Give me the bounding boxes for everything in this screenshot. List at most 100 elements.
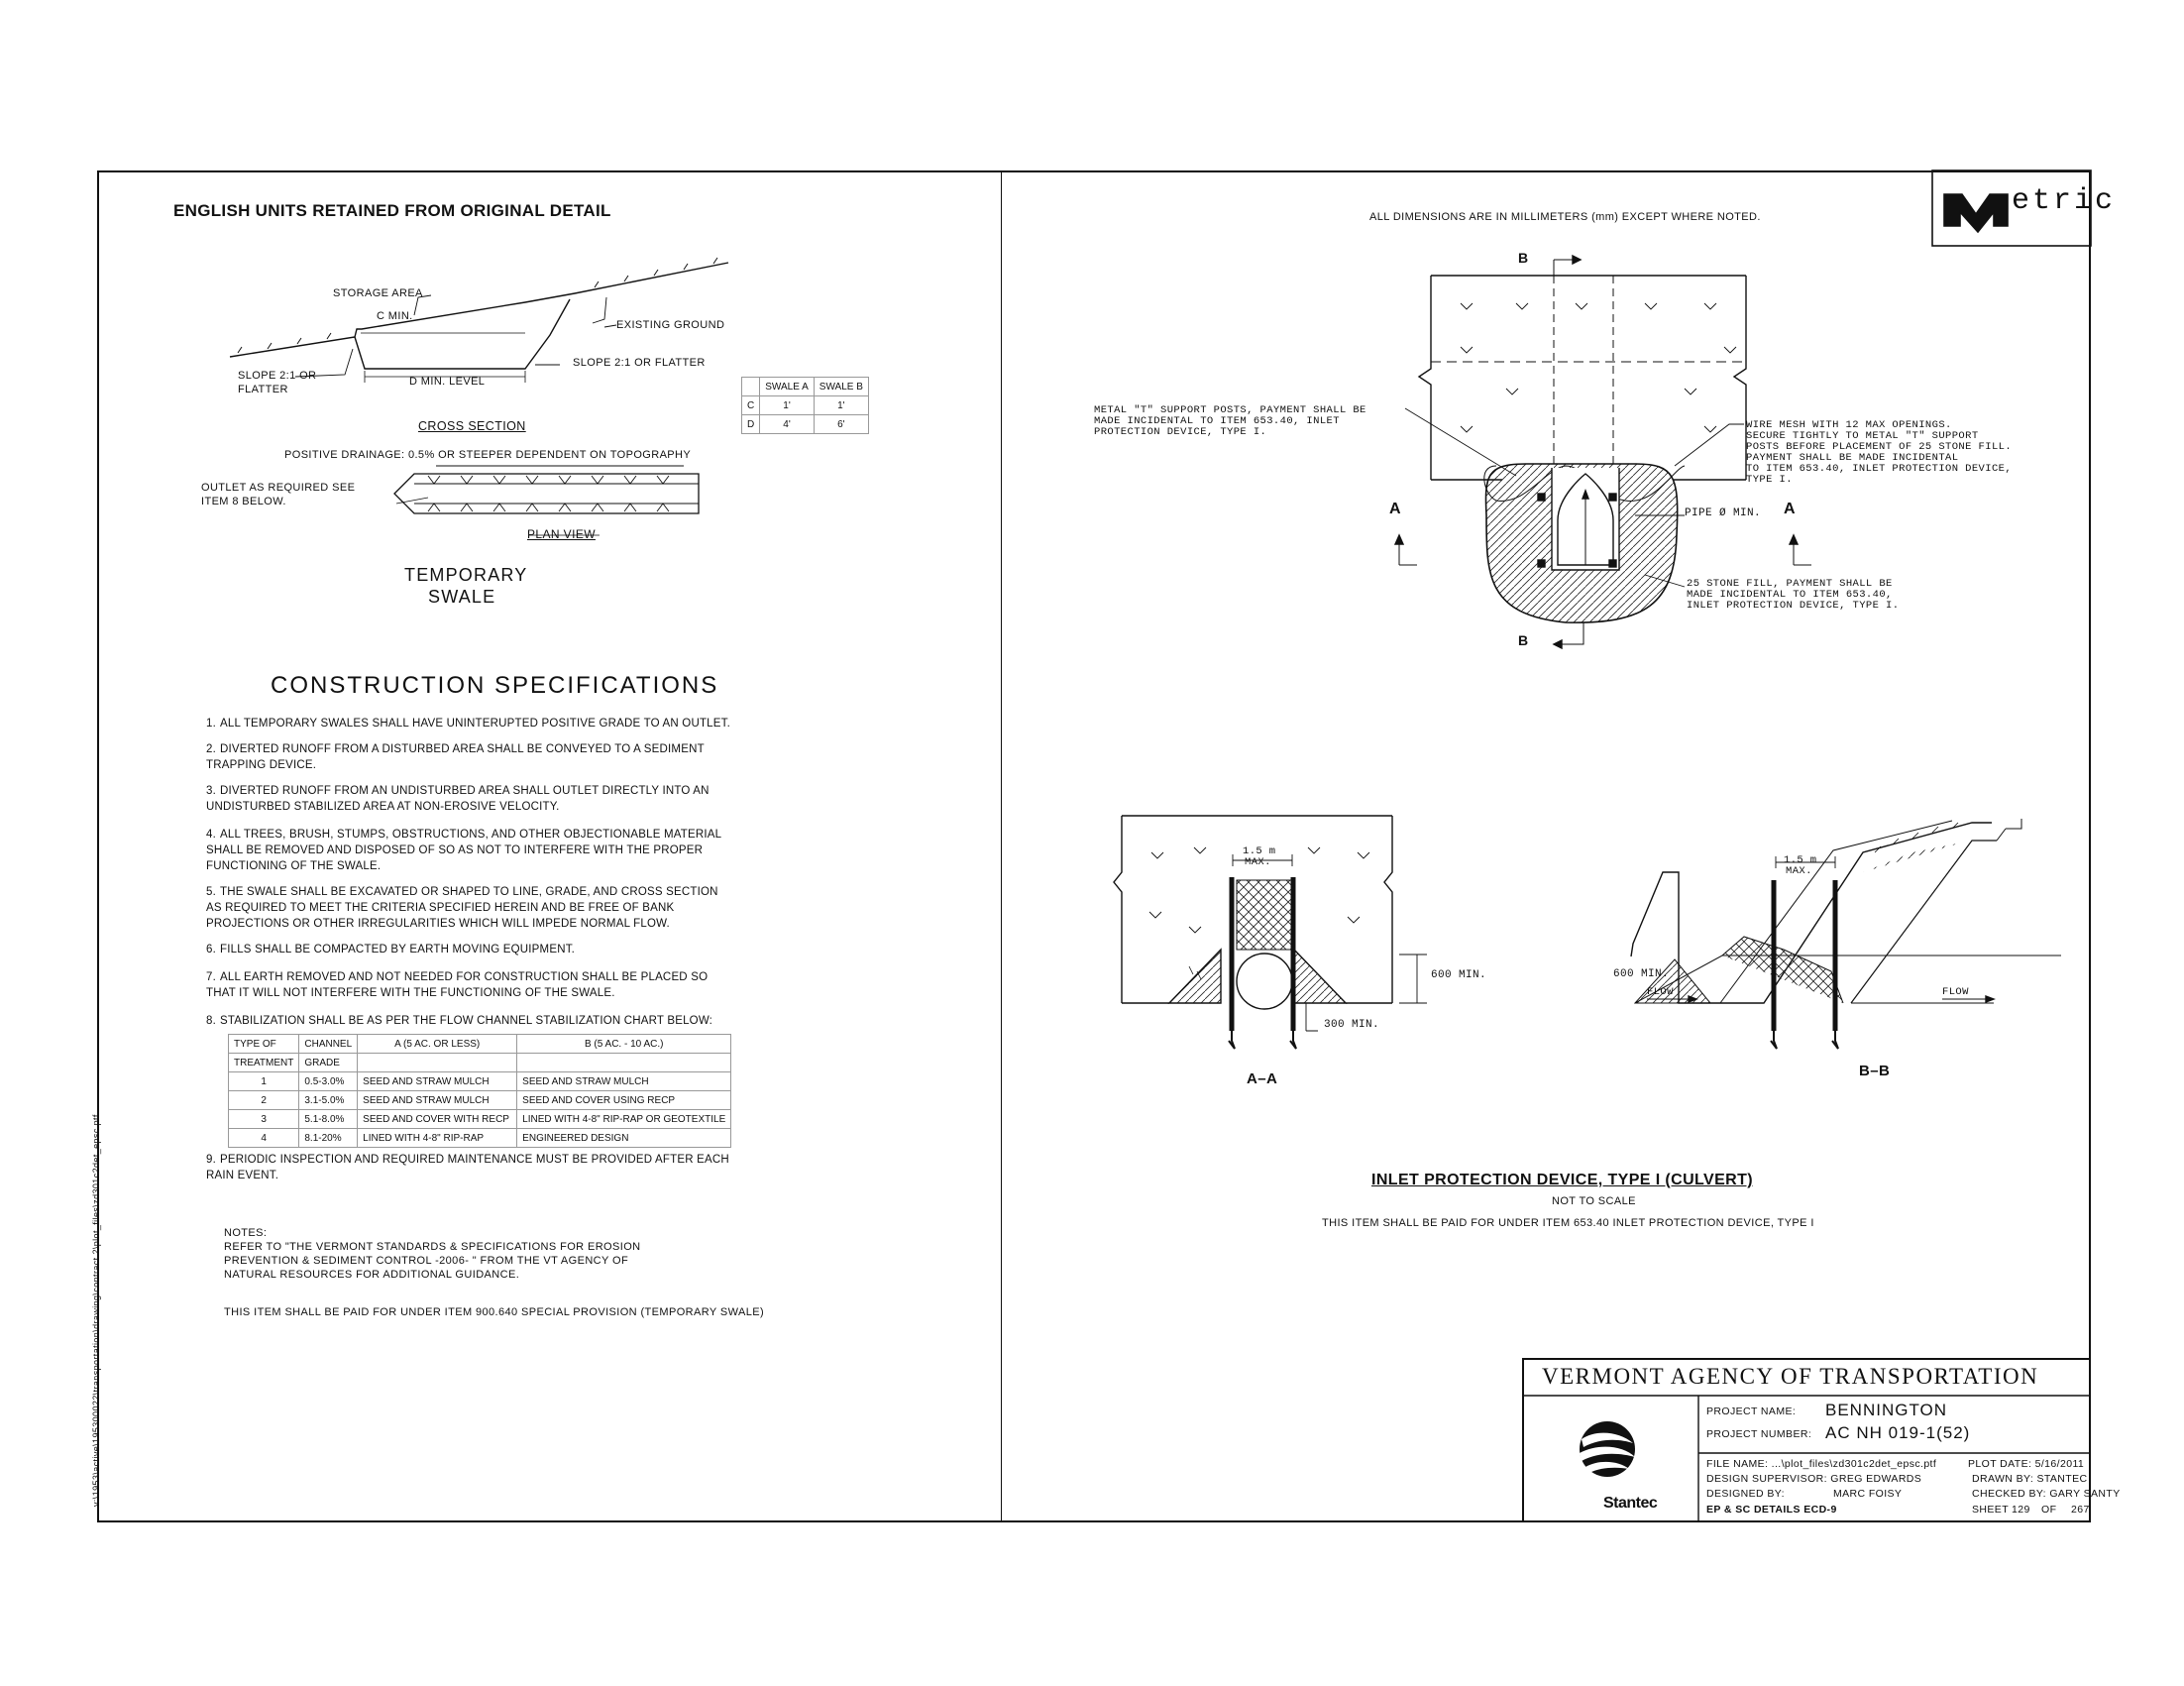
title-block <box>1522 1358 2091 1522</box>
wire-mesh-note-3: POSTS BEFORE PLACEMENT OF 25 STONE FILL. <box>1746 441 2013 453</box>
left-pay-note: THIS ITEM SHALL BE PAID FOR UNDER ITEM 9… <box>224 1306 765 1318</box>
spec-item-4: 4.ALL TREES, BRUSH, STUMPS, OBSTRUCTIONS… <box>206 829 722 872</box>
spec-item-2: 2.DIVERTED RUNOFF FROM A DISTURBED AREA … <box>206 743 705 771</box>
drawing-sheet-border <box>97 170 2091 1522</box>
table-row: 3 5.1-8.0% SEED AND COVER WITH RECP LINE… <box>227 1109 732 1129</box>
sheet-divider <box>1001 170 1002 1522</box>
table-row: 2 3.1-5.0% SEED AND STRAW MULCH SEED AND… <box>227 1090 732 1110</box>
stone-fill-note-2: MADE INCIDENTAL TO ITEM 653.40, <box>1687 589 1893 601</box>
table-row: TREATMENT GRADE <box>227 1053 732 1072</box>
sheet-total: 267 <box>2071 1504 2090 1516</box>
section-aa-drawing <box>1113 815 1427 1050</box>
sheet-label: SHEET <box>1972 1504 2010 1516</box>
slope-left-label-2: FLATTER <box>238 384 288 395</box>
d-min-level-label: D MIN. LEVEL <box>409 376 486 388</box>
stabilization-table: TYPE OF CHANNEL A (5 AC. OR LESS) B (5 A… <box>227 1034 732 1148</box>
aa-max-label: MAX. <box>1245 856 1271 868</box>
construction-specs-title: CONSTRUCTION SPECIFICATIONS <box>271 672 719 699</box>
spec-item-1: 1.ALL TEMPORARY SWALES SHALL HAVE UNINTE… <box>206 718 730 730</box>
designed-by-label: DESIGNED BY: <box>1706 1488 1785 1500</box>
spec-item-5: 5.THE SWALE SHALL BE EXCAVATED OR SHAPED… <box>206 886 718 930</box>
temporary-swale-title-2: SWALE <box>428 587 496 607</box>
project-number: AC NH 019-1(52) <box>1825 1423 1971 1442</box>
agency-name: VERMONT AGENCY OF TRANSPORTATION <box>1542 1364 2039 1389</box>
wire-mesh-note-6: TYPE I. <box>1746 474 1793 486</box>
section-b-marker-top: B <box>1518 250 1529 266</box>
notes-line-2: PREVENTION & SEDIMENT CONTROL -2006- " F… <box>224 1255 629 1267</box>
spec-item-8: 8.STABILIZATION SHALL BE AS PER THE FLOW… <box>206 1015 713 1027</box>
project-name-label: PROJECT NAME: <box>1706 1405 1797 1417</box>
section-a-marker-left: A <box>1389 501 1401 517</box>
drawn-by: DRAWN BY: STANTEC <box>1972 1473 2088 1485</box>
drawing-file-path: v:\1953\active\195300022\transportation\… <box>91 1114 101 1507</box>
design-supervisor: DESIGN SUPERVISOR: GREG EDWARDS <box>1706 1473 1922 1485</box>
metal-posts-note-2: MADE INCIDENTAL TO ITEM 653.40, INLET <box>1094 415 1340 427</box>
bb-flow-left-label: FLOW <box>1647 986 1674 998</box>
section-aa-label: A–A <box>1247 1070 1278 1087</box>
swale-plan-view <box>393 465 700 536</box>
project-number-label: PROJECT NUMBER: <box>1706 1428 1812 1440</box>
title-block-lines <box>1522 1395 2091 1522</box>
storage-area-label: STORAGE AREA <box>333 287 423 299</box>
designed-by: MARC FOISY <box>1833 1488 1903 1500</box>
right-pay-note: THIS ITEM SHALL BE PAID FOR UNDER ITEM 6… <box>1322 1217 1814 1229</box>
stone-fill-note-3: INLET PROTECTION DEVICE, TYPE I. <box>1687 600 1900 612</box>
checked-by: CHECKED BY: GARY SANTY <box>1972 1488 2121 1500</box>
section-bb-drawing <box>1630 819 2061 1050</box>
metric-logo-text: etric <box>2012 184 2117 218</box>
table-row: 1 0.5-3.0% SEED AND STRAW MULCH SEED AND… <box>227 1071 732 1091</box>
swale-dimension-table: SWALE A SWALE B C 1' 1' D 4' 6' <box>740 377 869 434</box>
stone-fill-note-1: 25 STONE FILL, PAYMENT SHALL BE <box>1687 578 1893 590</box>
wire-mesh-note-5: TO ITEM 653.40, INLET PROTECTION DEVICE, <box>1746 463 2013 475</box>
table-row: SWALE A SWALE B <box>740 377 869 396</box>
bb-max-label: MAX. <box>1786 865 1812 877</box>
english-units-header: ENGLISH UNITS RETAINED FROM ORIGINAL DET… <box>173 201 611 220</box>
bb-600-min-label: 600 MIN. <box>1613 968 1670 980</box>
existing-ground-label: EXISTING GROUND <box>616 319 725 331</box>
outlet-label-2: ITEM 8 BELOW. <box>201 496 286 507</box>
plot-date: PLOT DATE: 5/16/2011 <box>1968 1458 2085 1470</box>
slope-right-label: SLOPE 2:1 OR FLATTER <box>573 357 706 369</box>
notes-title: NOTES: <box>224 1227 268 1239</box>
sheet-number: 129 <box>2012 1504 2030 1516</box>
cross-section-title: CROSS SECTION <box>418 419 526 433</box>
metal-posts-note-1: METAL "T" SUPPORT POSTS, PAYMENT SHALL B… <box>1094 404 1366 416</box>
project-name: BENNINGTON <box>1825 1401 1948 1419</box>
table-row: TYPE OF CHANNEL A (5 AC. OR LESS) B (5 A… <box>227 1034 732 1054</box>
section-b-marker-bottom: B <box>1518 632 1529 648</box>
bb-flow-right-label: FLOW <box>1942 986 1969 998</box>
dimensions-note: ALL DIMENSIONS ARE IN MILLIMETERS (mm) E… <box>1369 211 1761 223</box>
spec-item-7: 7.ALL EARTH REMOVED AND NOT NEEDED FOR C… <box>206 971 709 999</box>
bb-spacing-label: 1.5 m <box>1784 854 1817 866</box>
stantec-logo-icon <box>1580 1421 1635 1477</box>
wire-mesh-note-1: WIRE MESH WITH 12 MAX OPENINGS. <box>1746 419 1952 431</box>
file-name: FILE NAME: ...\plot_files\zd301c2det_eps… <box>1706 1458 1937 1470</box>
table-row: 4 8.1-20% LINED WITH 4-8" RIP-RAP ENGINE… <box>227 1128 732 1148</box>
stantec-wordmark: Stantec <box>1603 1495 1658 1512</box>
section-a-marker-right: A <box>1784 501 1796 517</box>
c-min-label: C MIN. <box>377 310 413 322</box>
wire-mesh-note-2: SECURE TIGHTLY TO METAL "T" SUPPORT <box>1746 430 1979 442</box>
section-bb-label: B–B <box>1859 1063 1891 1079</box>
slope-left-label-1: SLOPE 2:1 OR <box>238 370 317 382</box>
table-row: C 1' 1' <box>740 395 869 415</box>
table-row: D 4' 6' <box>740 414 869 434</box>
positive-drainage-label: POSITIVE DRAINAGE: 0.5% OR STEEPER DEPEN… <box>284 449 692 461</box>
metal-posts-note-3: PROTECTION DEVICE, TYPE I. <box>1094 426 1267 438</box>
spec-item-3: 3.DIVERTED RUNOFF FROM AN UNDISTURBED AR… <box>206 785 710 813</box>
of-label: OF <box>2041 1504 2057 1516</box>
aa-spacing-label: 1.5 m <box>1243 845 1276 857</box>
pipe-min-label: PIPE Ø MIN. <box>1685 507 1762 519</box>
wire-mesh-note-4: PAYMENT SHALL BE MADE INCIDENTAL <box>1746 452 1959 464</box>
not-to-scale-label: NOT TO SCALE <box>1552 1195 1636 1207</box>
inlet-plan-drawing <box>1393 254 1811 650</box>
sheet-title: EP & SC DETAILS ECD-9 <box>1706 1504 1837 1516</box>
notes-line-1: REFER TO "THE VERMONT STANDARDS & SPECIF… <box>224 1241 641 1253</box>
outlet-label-1: OUTLET AS REQUIRED SEE <box>201 482 356 494</box>
swale-cross-section <box>229 257 729 383</box>
aa-300-min-label: 300 MIN. <box>1324 1019 1380 1031</box>
notes-line-3: NATURAL RESOURCES FOR ADDITIONAL GUIDANC… <box>224 1269 520 1281</box>
inlet-protection-title: INLET PROTECTION DEVICE, TYPE I (CULVERT… <box>1371 1172 1754 1188</box>
temporary-swale-title-1: TEMPORARY <box>404 565 528 585</box>
